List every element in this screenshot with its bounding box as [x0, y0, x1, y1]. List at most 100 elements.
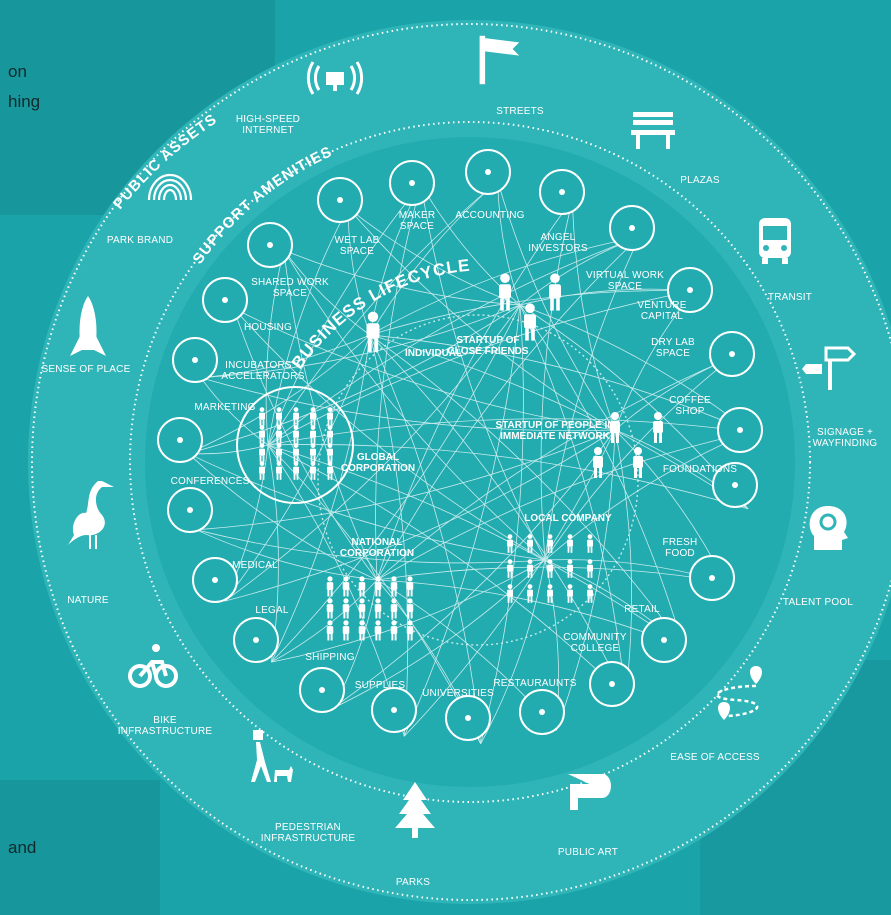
sculpture-icon [568, 774, 611, 810]
piggy-bank-icon [687, 287, 693, 293]
outer-ring-dots [31, 23, 891, 901]
meeting-table-icon [267, 242, 273, 248]
person-icon [259, 461, 265, 480]
public-asset-label: PARKS [396, 877, 430, 888]
truck-icon [319, 687, 325, 693]
person-icon [276, 425, 282, 444]
person-icon [342, 620, 350, 641]
house-icon [222, 297, 228, 303]
support-amenity-label: RESTAURAUNTS [493, 678, 576, 689]
support-amenity-label: MEDICAL [232, 560, 278, 571]
global-corporation-globe [236, 386, 354, 504]
person-icon [524, 303, 536, 341]
side-text-top-line1: on [8, 62, 27, 81]
incubator-icon [192, 357, 198, 363]
public-asset-label: EASE OF ACCESS [670, 752, 760, 763]
microscope-icon [729, 351, 735, 357]
person-icon [327, 425, 333, 444]
rocket-icon [70, 296, 106, 356]
person-icon [326, 598, 334, 619]
public-asset-label: PARK BRAND [107, 235, 173, 246]
support-amenity-label: RETAIL [624, 604, 660, 615]
support-amenity-label: LEGAL [255, 605, 288, 616]
person-icon [342, 598, 350, 619]
person-icon [507, 584, 513, 603]
speech-bubble-icon [177, 437, 183, 443]
person-icon [259, 425, 265, 444]
person-icon [358, 598, 366, 619]
person-icon [653, 412, 663, 443]
lifecycle-stage-label: INDIVIDUAL [405, 348, 462, 359]
person-icon [547, 559, 553, 578]
person-icon [374, 620, 382, 641]
person-icon [507, 534, 513, 553]
support-amenity-label: FOUNDATIONS [663, 464, 737, 475]
building-icon [732, 482, 738, 488]
side-text-top-line2: hing [8, 92, 41, 111]
person-icon [549, 273, 561, 311]
person-icon [527, 584, 533, 603]
person-icon [293, 443, 299, 462]
graduation-cap-icon [465, 715, 471, 721]
bench-icon [631, 112, 675, 149]
support-amenity-label: SHIPPING [305, 652, 354, 663]
person-icon [374, 598, 382, 619]
lifecycle-circle [145, 137, 795, 787]
support-amenity-label: INCUBATORS +ACCELERATORS [221, 360, 304, 382]
support-amenity-label: HOUSING [244, 322, 292, 333]
person-icon [593, 447, 603, 478]
bus-icon [759, 218, 791, 264]
calculator-icon [485, 169, 491, 175]
street-sign-icon [479, 35, 520, 85]
person-icon [327, 407, 333, 426]
person-icon [406, 620, 414, 641]
public-asset-label: NATURE [67, 595, 109, 606]
person-icon [527, 559, 533, 578]
coffee-icon [737, 427, 743, 433]
burger-icon [539, 709, 545, 715]
person-icon [327, 443, 333, 462]
person-icon [293, 425, 299, 444]
person-icon [390, 576, 398, 597]
wifi-computer-icon [306, 61, 364, 95]
person-icon [358, 620, 366, 641]
person-icon [293, 407, 299, 426]
fingerprint-icon [147, 173, 193, 201]
signpost-icon [802, 346, 857, 390]
scales-icon [253, 637, 259, 643]
flask-icon [337, 197, 343, 203]
person-icon [527, 534, 533, 553]
support-amenity-label: SUPPLIES [355, 680, 406, 691]
person-icon [310, 425, 316, 444]
tools-icon [409, 180, 415, 186]
person-icon [293, 461, 299, 480]
person-icon [358, 576, 366, 597]
bicycle-icon [128, 644, 178, 688]
head-gear-icon [809, 506, 848, 550]
person-icon [587, 559, 593, 578]
person-icon [310, 443, 316, 462]
public-asset-label: TRANSIT [768, 292, 812, 303]
person-icon [567, 534, 573, 553]
lifecycle-stage-label: LOCAL COMPANY [524, 513, 612, 524]
public-asset-label: PLAZAS [680, 175, 720, 186]
tape-icon [391, 707, 397, 713]
person-icon [259, 443, 265, 462]
hand-paper-icon [609, 681, 615, 687]
apple-icon [709, 575, 715, 581]
tree-icon [395, 782, 435, 838]
shopping-bag-icon [661, 637, 667, 643]
